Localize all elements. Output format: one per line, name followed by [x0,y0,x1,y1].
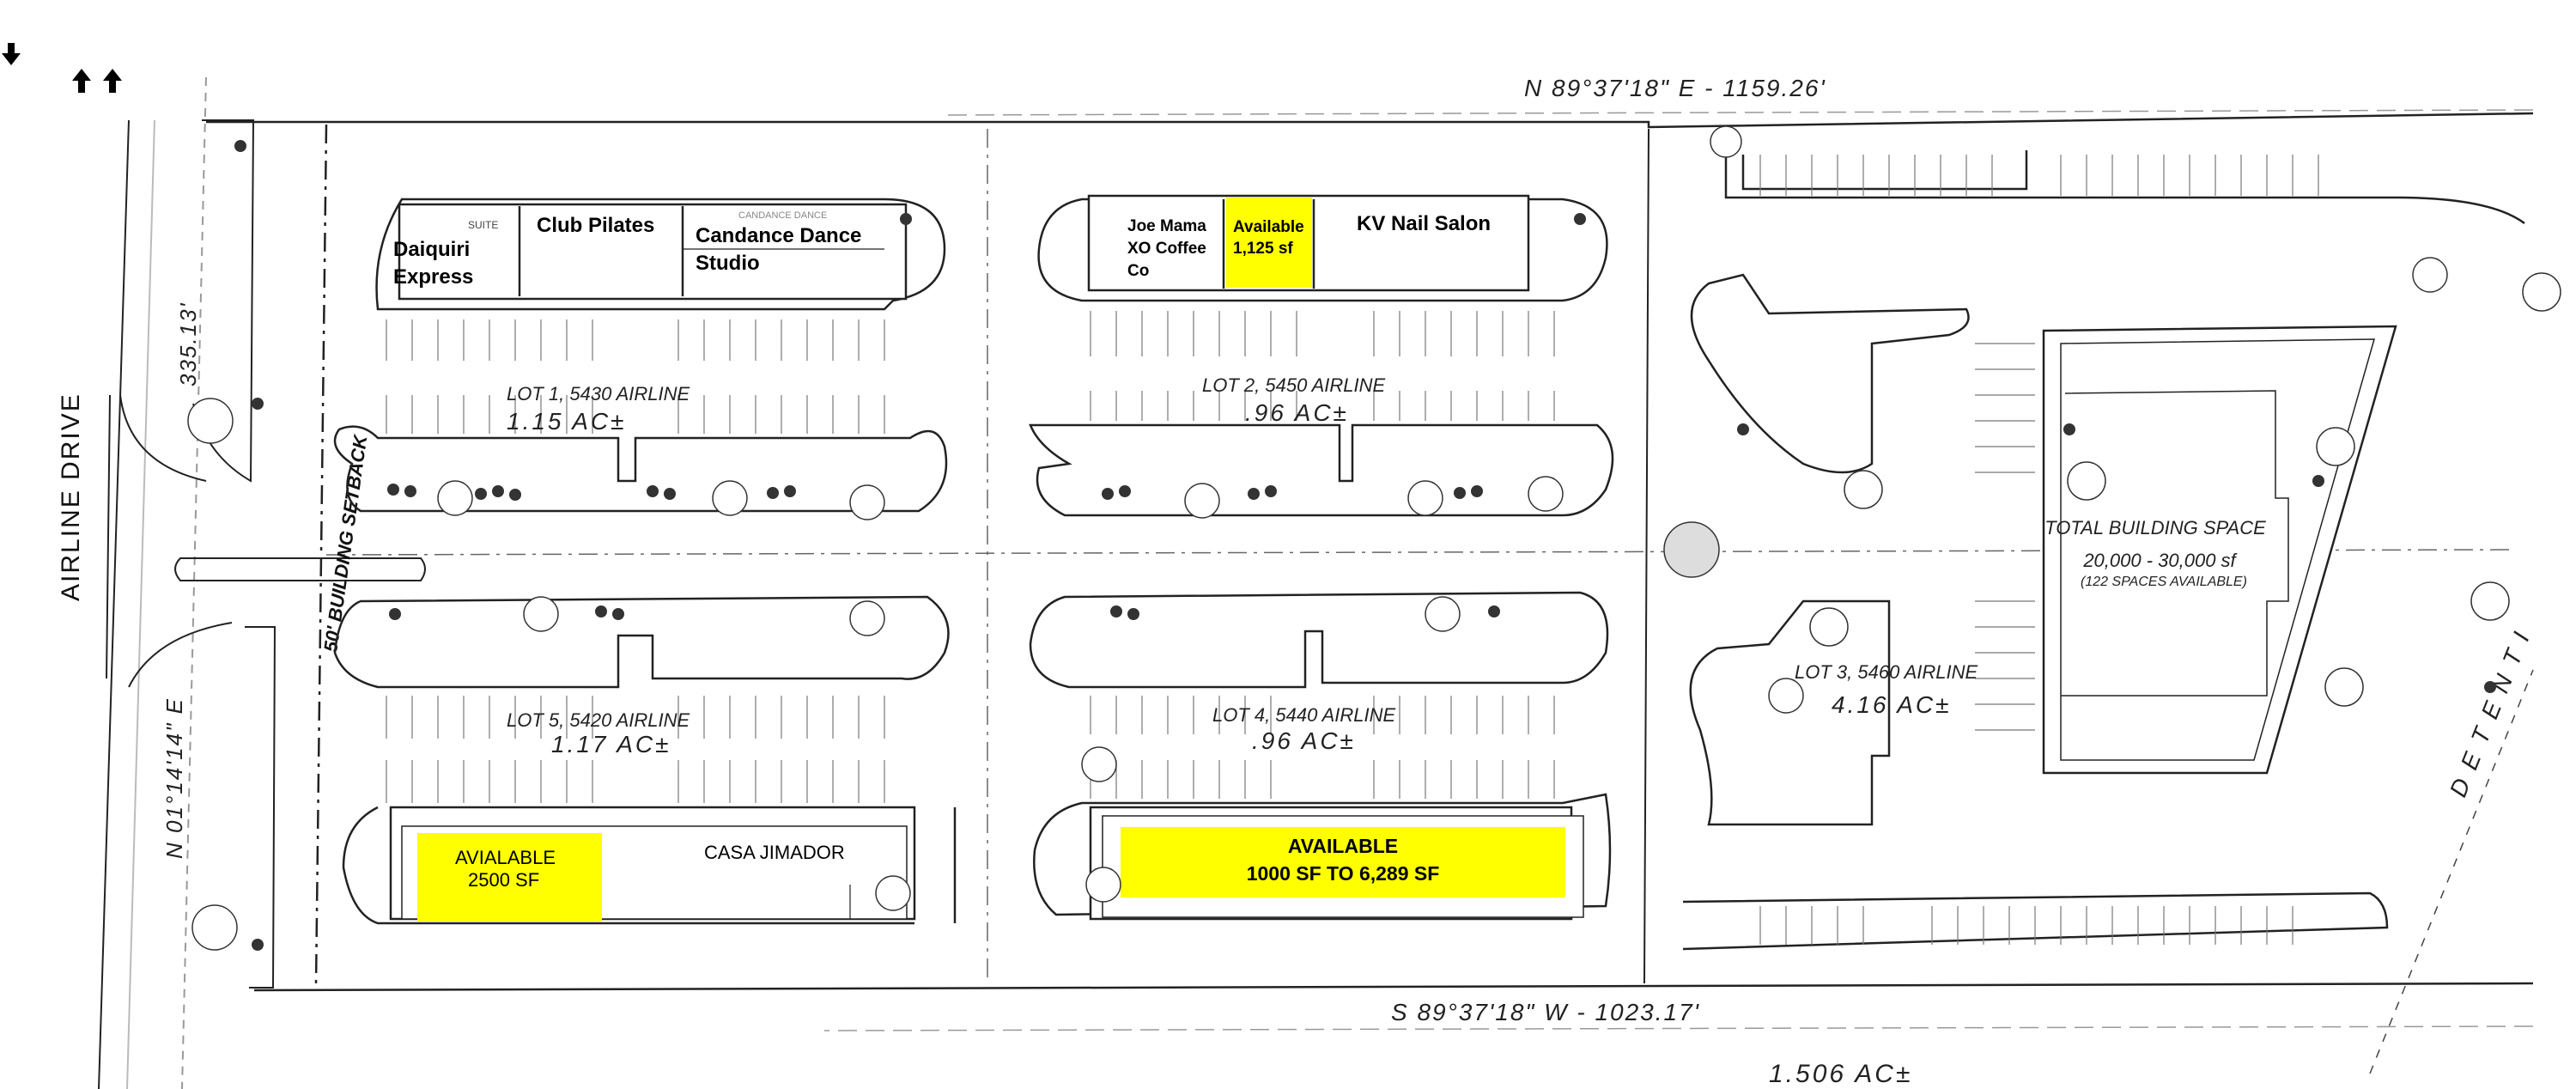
building-space-size: 20,000 - 30,000 sf [2082,550,2238,571]
lot-2 [1029,194,1614,517]
landscaping-trees [187,125,2561,951]
traffic-arrow-up-icon [72,69,91,93]
lot-3 [1682,150,2525,951]
lot-5-available-highlight [417,833,602,922]
lot-2-available-line1: Available [1233,218,1304,236]
lot-5-name: LOT 5, 5420 AIRLINE [507,709,690,731]
lot-3-parking-stripes [1759,155,2319,945]
lot-4-area: .96 AC± [1252,727,1356,754]
lot-4-name: LOT 4, 5440 AIRLINE [1212,704,1396,726]
tenant-daiquiri-express-line1: Daiquiri [393,238,470,261]
property-boundary [206,109,2534,1074]
south-boundary-bearing: S 89°37'18" W - 1023.17' [1391,999,1700,1025]
traffic-arrow-down-icon [2,43,21,65]
traffic-arrow-up-icon [103,69,122,93]
lot-1-parking-stripes [386,319,885,434]
west-boundary-distance: 335.13' [175,302,201,387]
lot-2-available-highlight [1226,198,1312,288]
lot-4-available-highlight [1121,827,1565,897]
tenant-joe-mama-line1: Joe Mama [1127,217,1206,235]
suite-label-small: SUITE [468,219,498,231]
airline-drive-road [98,76,207,1089]
lot-5-available-line1: AVIALABLE [455,847,556,868]
tenant-daiquiri-express-line2: Express [393,265,473,289]
lot-4-available-line2: 1000 SF TO 6,289 SF [1247,862,1440,885]
tenant-casa-jimador: CASA JIMADOR [704,842,845,863]
detention-label: DETENTI [2445,618,2539,801]
lot-2-area: .96 AC± [1245,399,1349,426]
lot-5-available-line2: 2500 SF [468,869,539,891]
lot-1 [333,198,948,513]
west-boundary-bearing: N 01°14'14" E [161,697,187,859]
lot-5-area: 1.17 AC± [551,731,671,757]
lot-2-available-line2: 1,125 sf [1233,240,1293,258]
tenant-club-pilates: Club Pilates [537,214,654,237]
lot-2-name: LOT 2, 5450 AIRLINE [1202,374,1386,396]
lot-1-name: LOT 1, 5430 AIRLINE [507,383,690,405]
lot-3-name: LOT 3, 5460 AIRLINE [1795,661,1978,683]
tenant-candance-dance-line2: Studio [696,252,760,275]
north-boundary-bearing: N 89°37'18" E - 1159.26' [1524,75,1826,101]
tenant-candance-dance-line1: Candance Dance [696,224,861,247]
tenant-joe-mama-line2: XO Coffee [1127,240,1206,258]
tenant-candance-faint-label: CANDANCE DANCE [738,210,827,221]
building-space-note: (122 SPACES AVAILABLE) [2081,575,2247,589]
lot-4-available-line1: AVAILABLE [1288,835,1398,857]
lot-3-area: 4.16 AC± [1832,691,1952,718]
building-setback-label: 50' BUILDING SETBACK [319,432,371,654]
lot-1-area: 1.15 AC± [507,408,627,435]
lot-2-parking-stripes [1090,311,1555,421]
building-space-title: TOTAL BUILDING SPACE [2044,517,2266,538]
lot-5-parking-stripes [386,696,885,803]
landscaping-shrubs [234,140,2496,951]
tenant-kv-nail-salon: KV Nail Salon [1357,212,1491,235]
tenant-joe-mama-line3: Co [1127,262,1149,280]
road-name-label: AIRLINE DRIVE [57,392,85,601]
parcel-area-label: 1.506 AC± [1769,1060,1912,1088]
